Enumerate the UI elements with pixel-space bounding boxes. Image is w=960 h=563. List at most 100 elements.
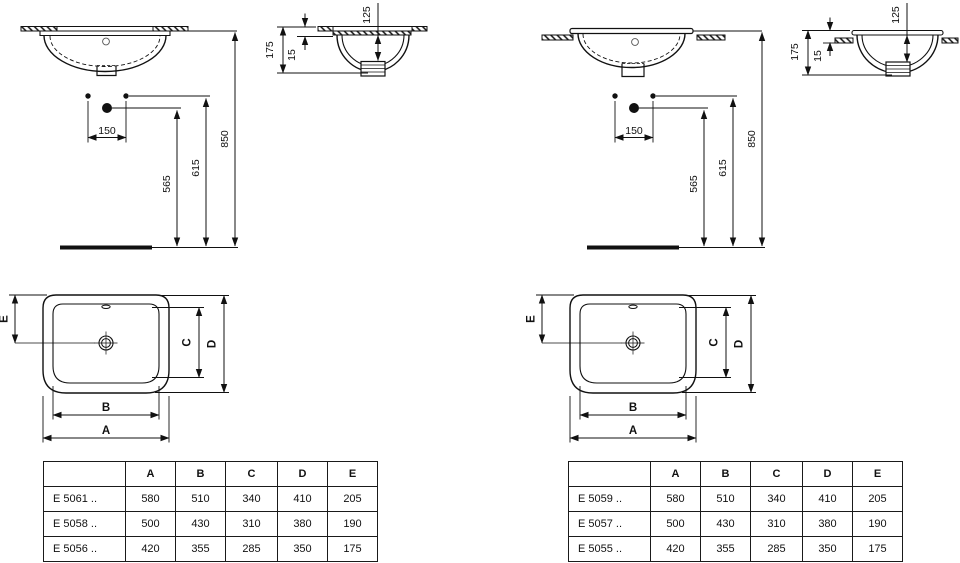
overflow-slot — [628, 304, 638, 309]
dimension-label-150: 150 — [98, 125, 116, 137]
model-code: E 5059 .. — [568, 486, 651, 512]
plan-view: E C D B A — [526, 294, 756, 443]
basin-flange-section — [332, 30, 412, 36]
value-E: 175 — [327, 536, 378, 562]
spec-table-left: A B C D E E 5061 .. 580 510 340 410 205 … — [43, 461, 378, 562]
basin-rim — [569, 27, 694, 35]
countertop-hatch-left — [317, 26, 334, 32]
col-header-E: E — [852, 461, 903, 487]
value-E: 190 — [327, 511, 378, 537]
basin-flange-section — [851, 29, 944, 36]
dimension-label-615: 615 — [190, 159, 202, 177]
basin-rim — [39, 31, 171, 37]
dimension-label-15: 15 — [812, 50, 824, 62]
col-header-B: B — [700, 461, 751, 487]
dimension-label-565: 565 — [161, 175, 173, 193]
dimension-label-E: E — [526, 315, 538, 323]
supply-point-left — [85, 93, 91, 99]
dimension-label-125: 125 — [361, 6, 373, 24]
dimension-label-175: 175 — [264, 41, 276, 59]
basin-bowl-outline — [43, 35, 167, 73]
model-code: E 5057 .. — [568, 511, 651, 537]
supply-point-right — [123, 93, 129, 99]
front-view-undercounter: 150 565 615 850 — [20, 26, 239, 250]
table-row: E 5061 .. 580 510 340 410 205 — [43, 486, 378, 512]
basin-bowl-outline — [577, 33, 686, 69]
dimension-label-B: B — [629, 402, 637, 414]
overflow-slot — [101, 304, 111, 309]
model-code: E 5061 .. — [43, 486, 126, 512]
value-E: 175 — [852, 536, 903, 562]
supply-point-left — [612, 93, 618, 99]
dimension-label-150: 150 — [625, 125, 643, 137]
dimension-label-850: 850 — [746, 130, 758, 148]
countertop-hatch-left — [834, 37, 854, 44]
value-A: 580 — [650, 486, 701, 512]
dimension-label-850: 850 — [219, 130, 231, 148]
value-E: 190 — [852, 511, 903, 537]
side-view-dropin: 175 15 125 — [789, 3, 959, 77]
value-C: 340 — [225, 486, 278, 512]
model-code: E 5056 .. — [43, 536, 126, 562]
plan-view: E C D B A — [0, 294, 229, 443]
model-code: E 5058 .. — [43, 511, 126, 537]
col-header-A: A — [125, 461, 176, 487]
dimension-label-D: D — [734, 340, 746, 348]
technical-drawing-canvas: 150 565 615 850 175 — [0, 3, 959, 443]
value-A: 420 — [125, 536, 176, 562]
value-C: 285 — [225, 536, 278, 562]
right-diagram: 150 565 615 850 175 — [526, 3, 959, 443]
col-header-C: C — [750, 461, 803, 487]
col-header-A: A — [650, 461, 701, 487]
drain-boss — [96, 65, 117, 77]
col-header-D: D — [802, 461, 853, 487]
side-view-undercounter: 175 15 125 — [264, 3, 428, 77]
table-corner-cell — [568, 461, 651, 487]
dimension-label-565: 565 — [688, 175, 700, 193]
waste-point — [102, 103, 112, 113]
value-E: 205 — [327, 486, 378, 512]
value-B: 510 — [175, 486, 226, 512]
dimension-label-C: C — [182, 338, 194, 346]
value-D: 410 — [802, 486, 853, 512]
dimension-label-175: 175 — [789, 43, 801, 61]
countertop-hatch-right — [411, 26, 428, 32]
value-B: 355 — [700, 536, 751, 562]
overflow-hole — [631, 38, 639, 46]
value-C: 340 — [750, 486, 803, 512]
model-code: E 5055 .. — [568, 536, 651, 562]
countertop-hatch-right — [696, 34, 726, 41]
countertop-hatch-right — [152, 26, 189, 32]
table-row: E 5059 .. 580 510 340 410 205 — [568, 486, 903, 512]
value-C: 285 — [750, 536, 803, 562]
col-header-B: B — [175, 461, 226, 487]
value-B: 510 — [700, 486, 751, 512]
dimension-label-A: A — [102, 425, 110, 437]
col-header-D: D — [277, 461, 328, 487]
spec-table-right: A B C D E E 5059 .. 580 510 340 410 205 … — [568, 461, 903, 562]
dimension-label-125: 125 — [890, 6, 902, 24]
value-D: 350 — [802, 536, 853, 562]
table-row: E 5057 .. 500 430 310 380 190 — [568, 511, 903, 537]
dimension-label-615: 615 — [717, 159, 729, 177]
countertop-hatch-right — [941, 37, 959, 44]
table-row: E 5058 .. 500 430 310 380 190 — [43, 511, 378, 537]
value-B: 430 — [700, 511, 751, 537]
dimension-label-15: 15 — [286, 49, 298, 61]
value-D: 380 — [277, 511, 328, 537]
dimension-label-B: B — [102, 402, 110, 414]
value-D: 380 — [802, 511, 853, 537]
drain-boss — [621, 63, 645, 78]
waste-point — [629, 103, 639, 113]
dimension-label-D: D — [207, 340, 219, 348]
overflow-hole — [102, 37, 110, 46]
supply-point-right — [650, 93, 656, 99]
countertop — [317, 26, 428, 32]
table-row: E 5055 .. 420 355 285 350 175 — [568, 536, 903, 562]
value-E: 205 — [852, 486, 903, 512]
basin-bowl-hidden-edge — [49, 35, 161, 67]
value-A: 500 — [650, 511, 701, 537]
value-B: 355 — [175, 536, 226, 562]
value-D: 410 — [277, 486, 328, 512]
